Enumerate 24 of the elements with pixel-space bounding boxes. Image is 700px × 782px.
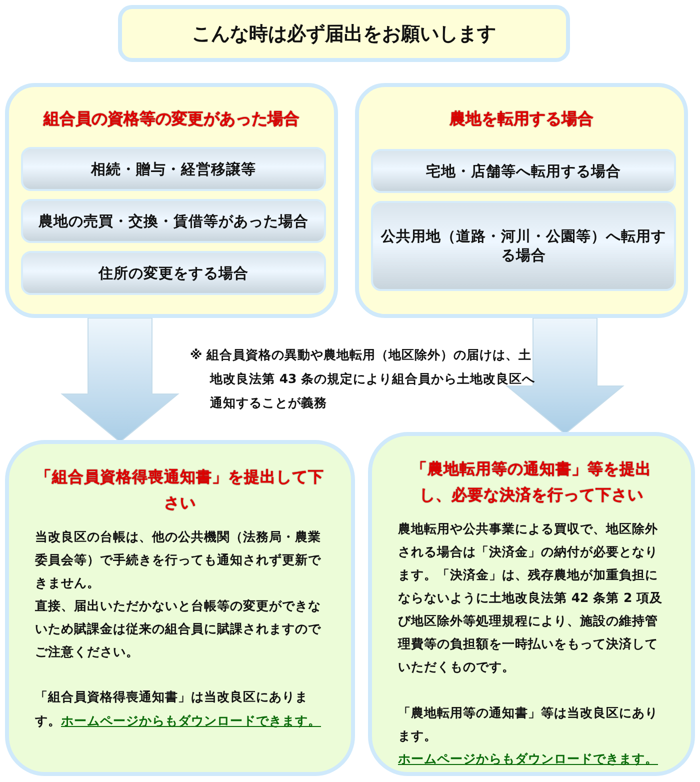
category-panel [355, 83, 688, 318]
panel-heading: 農地を転用する場合 [448, 109, 594, 130]
instruction-panel [5, 440, 355, 776]
panel-heading: 「農地転用等の通知書」等を提出し、必要な決済を行って下さい [410, 459, 652, 506]
body-text: 直接、届出いただかないと台帳等の変更ができないため賦課金は従来の組合員に賦課されますのでご注意ください。 [35, 597, 322, 662]
block-arrow [506, 318, 624, 435]
case-box: 宅地・店舗等へ転用する場合 [371, 149, 676, 193]
note-text: 「農地転用等の通知書」等は当改良区にあります。 ホームページからもダウンロードできます。 [398, 704, 659, 768]
download-link: ホームページからもダウンロードできます。 [398, 750, 658, 766]
panel-heading: 「組合員資格得喪通知書」を提出して下さい [35, 467, 325, 514]
note-text: ※ 組合員資格の異動や農地転用（地区除外）の届けは、土地改良法第 43 条の規定により組合員から土地改良区へ通知することが義務 [190, 346, 536, 412]
case-box: 相続・贈与・経営移譲等 [21, 147, 326, 191]
title-box: こんな時は必ず届出をお願いします [118, 5, 570, 62]
panel-heading: 組合員の資格等の変更があった場合 [42, 109, 300, 130]
download-link: ホームページからもダウンロードできます。 [61, 712, 321, 728]
body-text: 農地転用や公共事業による買収で、地区除外される場合は「決済金」の納付が必要となります。「決済金」は、残存農地が加重負担にならないように土地改良法第 42 条第 2 項及び地区除外等処理規程により、施設の維持管理費等の負担額を一時払いをもって決済していただくものです。 [398, 520, 664, 676]
case-box: 農地の売買・交換・賃借等があった場合 [21, 199, 326, 243]
block-arrow [60, 318, 180, 443]
body-text: 当改良区の台帳は、他の公共機関（法務局・農業委員会等）で手続きを行っても通知されず更新できません。 [35, 528, 322, 592]
instruction-panel [368, 432, 695, 776]
case-box: 住所の変更をする場合 [21, 251, 326, 295]
category-panel [5, 83, 338, 318]
note-text: 「組合員資格得喪通知書」は当改良区にあります。ホームページからもダウンロードできます。 [35, 688, 322, 730]
case-box: 公共用地（道路・河川・公園等）へ転用する場合 [371, 201, 676, 291]
